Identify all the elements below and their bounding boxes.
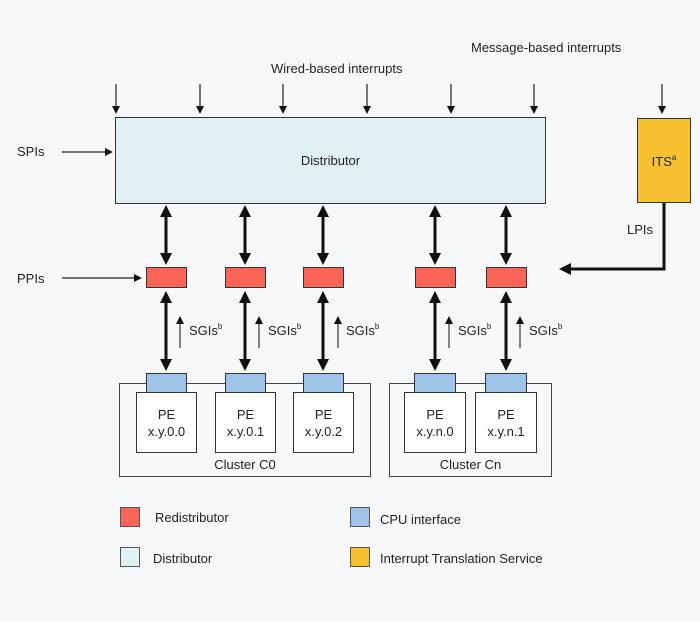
legend-label: Redistributor: [155, 510, 229, 525]
redistributor: [415, 267, 456, 288]
redistributor: [303, 267, 344, 288]
pe-title: PE: [426, 406, 444, 422]
its-label: ITSa: [651, 152, 677, 169]
pe-id: x.y.0.1: [226, 423, 265, 439]
legend-label: Distributor: [153, 551, 213, 566]
legend-label: CPU interface: [380, 512, 461, 527]
pe-title: PE: [157, 406, 176, 422]
redistributor: [225, 267, 266, 288]
wired-interrupts-label: Wired-based interrupts: [271, 61, 403, 76]
pe-title: PE: [497, 406, 515, 422]
sgi-label: SGIsb: [189, 322, 223, 338]
cluster-label: Cluster Cn: [439, 457, 502, 472]
message-interrupts-label: Message-based interrupts: [471, 40, 622, 55]
pe-title: PE: [314, 406, 333, 422]
spis-label: SPIs: [17, 144, 45, 159]
legend-swatch-its: [350, 547, 370, 567]
pe-id: x.y.n.1: [487, 423, 525, 439]
pe-id: x.y.0.0: [147, 423, 186, 439]
cpu-interface: [414, 373, 456, 393]
ppis-label: PPIs: [17, 271, 45, 286]
legend-swatch-cpu-interface: [350, 507, 370, 527]
cpu-interface: [485, 373, 527, 393]
sgi-label: SGIsb: [268, 322, 302, 338]
distributor-label: Distributor: [300, 153, 361, 168]
cpu-interface: [146, 373, 187, 393]
pe-id: x.y.n.0: [416, 423, 454, 439]
cluster-cn: Cluster Cn: [389, 383, 552, 477]
pe-id: x.y.0.2: [304, 423, 343, 439]
redistributor: [486, 267, 527, 288]
legend-swatch-distributor: [120, 547, 140, 567]
redistributor: [146, 267, 187, 288]
cpu-interface: [225, 373, 266, 393]
legend-label: Interrupt Translation Service: [380, 551, 543, 566]
its-box: ITSa: [637, 118, 691, 203]
sgi-label: SGIsb: [458, 322, 492, 338]
pe-title: PE: [236, 406, 255, 422]
cluster-label: Cluster C0: [214, 457, 276, 472]
legend-swatch-redistributor: [120, 507, 140, 527]
distributor-box: Distributor: [115, 117, 546, 204]
sgi-label: SGIsb: [529, 322, 563, 338]
lpis-label: LPIs: [627, 222, 654, 237]
lpi-arrow: [559, 203, 666, 275]
cpu-interface: [303, 373, 344, 393]
sgi-label: SGIsb: [346, 322, 380, 338]
